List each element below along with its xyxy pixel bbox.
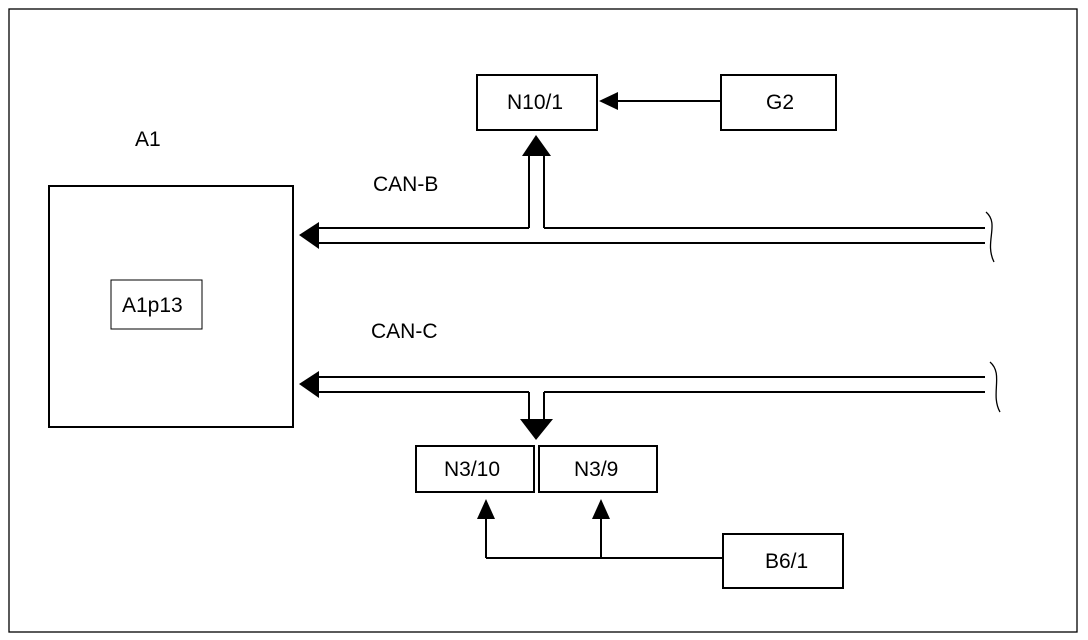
can-b-arrowhead-left	[299, 222, 319, 249]
can-c-bus-break	[989, 361, 1001, 413]
can-c-arrowhead-left	[299, 371, 319, 398]
g2-to-n10-1-arrowhead	[599, 92, 618, 110]
can-b-arrowhead-up	[522, 135, 551, 156]
can-b-bus-break	[985, 211, 995, 263]
g2-box[interactable]	[720, 74, 837, 131]
can-b-label: CAN-B	[373, 173, 438, 196]
b6-1-to-n3-9-arrowhead	[592, 499, 610, 519]
n3-10-label: N3/10	[444, 458, 500, 481]
n10-1-box[interactable]	[476, 74, 598, 131]
a1-label: A1	[135, 128, 161, 151]
can-c-bus	[318, 376, 985, 420]
diagram-frame	[8, 8, 1078, 633]
a1-module-box[interactable]	[48, 185, 294, 428]
b6-1-box[interactable]	[722, 533, 844, 589]
b6-1-to-n3-10-arrowhead	[477, 499, 495, 519]
a1p13-box[interactable]	[110, 279, 203, 330]
b6-1-signal-lines	[485, 518, 723, 559]
b6-1-label: B6/1	[765, 550, 808, 573]
g2-label: G2	[766, 91, 794, 114]
n3-10-box[interactable]	[415, 445, 535, 493]
n3-9-label: N3/9	[574, 458, 618, 481]
can-b-bus	[318, 155, 985, 244]
can-c-arrowhead-down	[520, 419, 553, 440]
a1p13-label: A1p13	[122, 294, 183, 317]
n3-9-box[interactable]	[538, 445, 658, 493]
n10-1-label: N10/1	[507, 91, 563, 114]
can-c-label: CAN-C	[371, 320, 438, 343]
